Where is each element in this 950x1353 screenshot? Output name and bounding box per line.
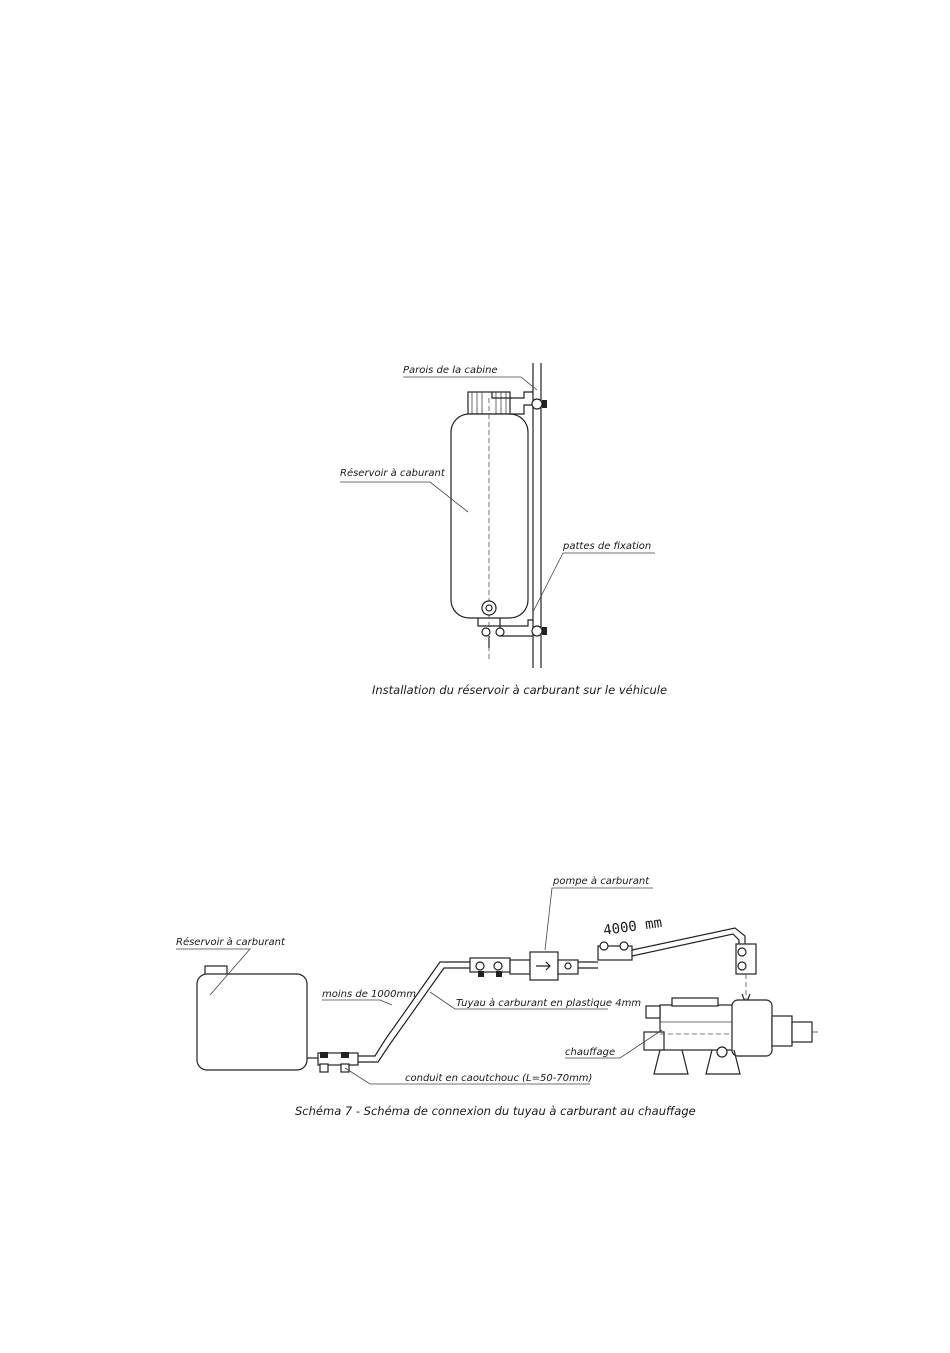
label-length: 4000 mm — [602, 915, 663, 939]
top-bracket — [491, 391, 547, 415]
label-fuel-tank-2: Réservoir à carburant — [176, 936, 286, 948]
label-brackets: pattes de fixation — [562, 541, 651, 552]
bottom-bracket — [477, 618, 547, 648]
leader-pipe — [429, 991, 608, 1010]
fuel-tank-box — [196, 965, 308, 1071]
label-rubber-pipe: conduit en caoutchouc (L=50-70mm) — [405, 1073, 592, 1084]
caption-schema-7: Schéma 7 - Schéma de connexion du tuyau … — [295, 1104, 696, 1118]
pipe-rising — [358, 961, 470, 1063]
label-pump: pompe à carburant — [552, 875, 650, 887]
label-fuel-tank: Réservoir à caburant — [340, 467, 446, 479]
label-less-than: moins de 1000mm — [322, 989, 416, 1000]
leader-tank-2 — [176, 948, 251, 996]
tank-installation-diagram: Parois de la cabine Réservoir à caburant… — [340, 363, 667, 697]
connector-1 — [469, 957, 511, 977]
fuel-pipe-connection-diagram: Réservoir à carburant pompe à carburant … — [176, 875, 818, 1118]
fuel-pump — [509, 951, 579, 981]
leader-less — [322, 999, 393, 1006]
drain-plug — [481, 600, 497, 616]
leader-tank — [340, 481, 469, 513]
leader-pump — [544, 887, 653, 951]
leader-heater — [565, 1029, 663, 1059]
rubber-connector — [307, 1052, 359, 1073]
leader-brackets — [532, 552, 655, 613]
pipe-plastic — [578, 927, 746, 969]
leader-rubber — [344, 1067, 590, 1085]
label-plastic-pipe: Tuyau à carburant en plastique 4mm — [456, 997, 641, 1009]
cabin-wall — [532, 363, 542, 668]
vertical-clamp — [735, 943, 757, 1006]
heater-unit — [643, 997, 818, 1075]
fuel-tank-cylinder — [450, 413, 529, 619]
leader-wall — [403, 376, 538, 391]
label-cabin-wall: Parois de la cabine — [403, 365, 498, 376]
caption-installation: Installation du réservoir à carburant su… — [372, 683, 667, 697]
label-heater: chauffage — [565, 1047, 615, 1058]
